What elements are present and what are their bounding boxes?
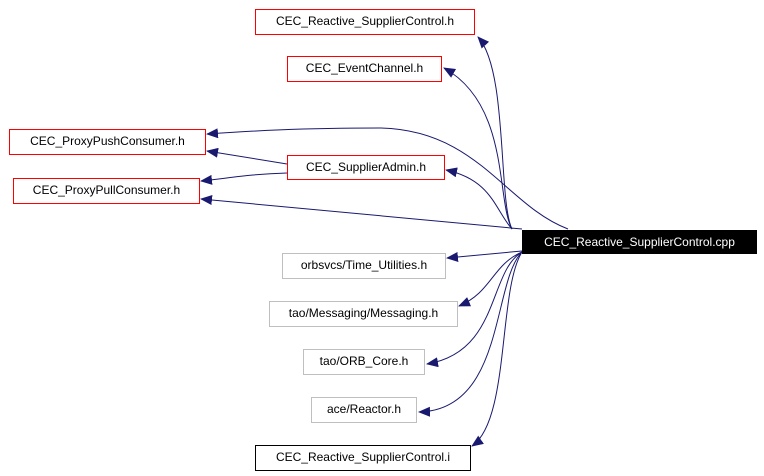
node-messaging-h: tao/Messaging/Messaging.h — [269, 301, 458, 327]
node-reactive-supplier-control-i: CEC_Reactive_SupplierControl.i — [255, 445, 471, 471]
edge-root-to-time-utilities — [446, 250, 523, 262]
edge-supplier-admin-to-proxy-push — [206, 147, 288, 165]
edge-root-to-proxy-push — [206, 127, 569, 230]
edge-root-to-reactive-h — [477, 36, 513, 230]
node-orb-core-h: tao/ORB_Core.h — [303, 349, 425, 375]
node-time-utilities-h: orbsvcs/Time_Utilities.h — [282, 253, 446, 279]
edge-supplier-admin-to-proxy-pull — [200, 172, 288, 185]
node-reactor-h: ace/Reactor.h — [311, 397, 417, 423]
edge-root-to-reactor — [418, 251, 523, 417]
edge-root-to-supplier-admin — [445, 167, 513, 230]
edge-root-to-messaging — [458, 251, 523, 307]
node-event-channel-h[interactable]: CEC_EventChannel.h — [287, 56, 442, 82]
node-supplier-admin-h[interactable]: CEC_SupplierAdmin.h — [287, 155, 445, 180]
edge-root-to-proxy-pull — [200, 195, 523, 230]
node-proxy-pull-consumer-h[interactable]: CEC_ProxyPullConsumer.h — [13, 178, 200, 204]
edge-root-to-reactive-i — [471, 251, 523, 447]
edge-root-to-orb-core — [426, 251, 523, 368]
node-root-cpp: CEC_Reactive_SupplierControl.cpp — [522, 230, 757, 254]
edge-root-to-event-channel — [443, 67, 513, 230]
node-reactive-supplier-control-h[interactable]: CEC_Reactive_SupplierControl.h — [255, 9, 475, 35]
node-proxy-push-consumer-h[interactable]: CEC_ProxyPushConsumer.h — [9, 129, 206, 155]
